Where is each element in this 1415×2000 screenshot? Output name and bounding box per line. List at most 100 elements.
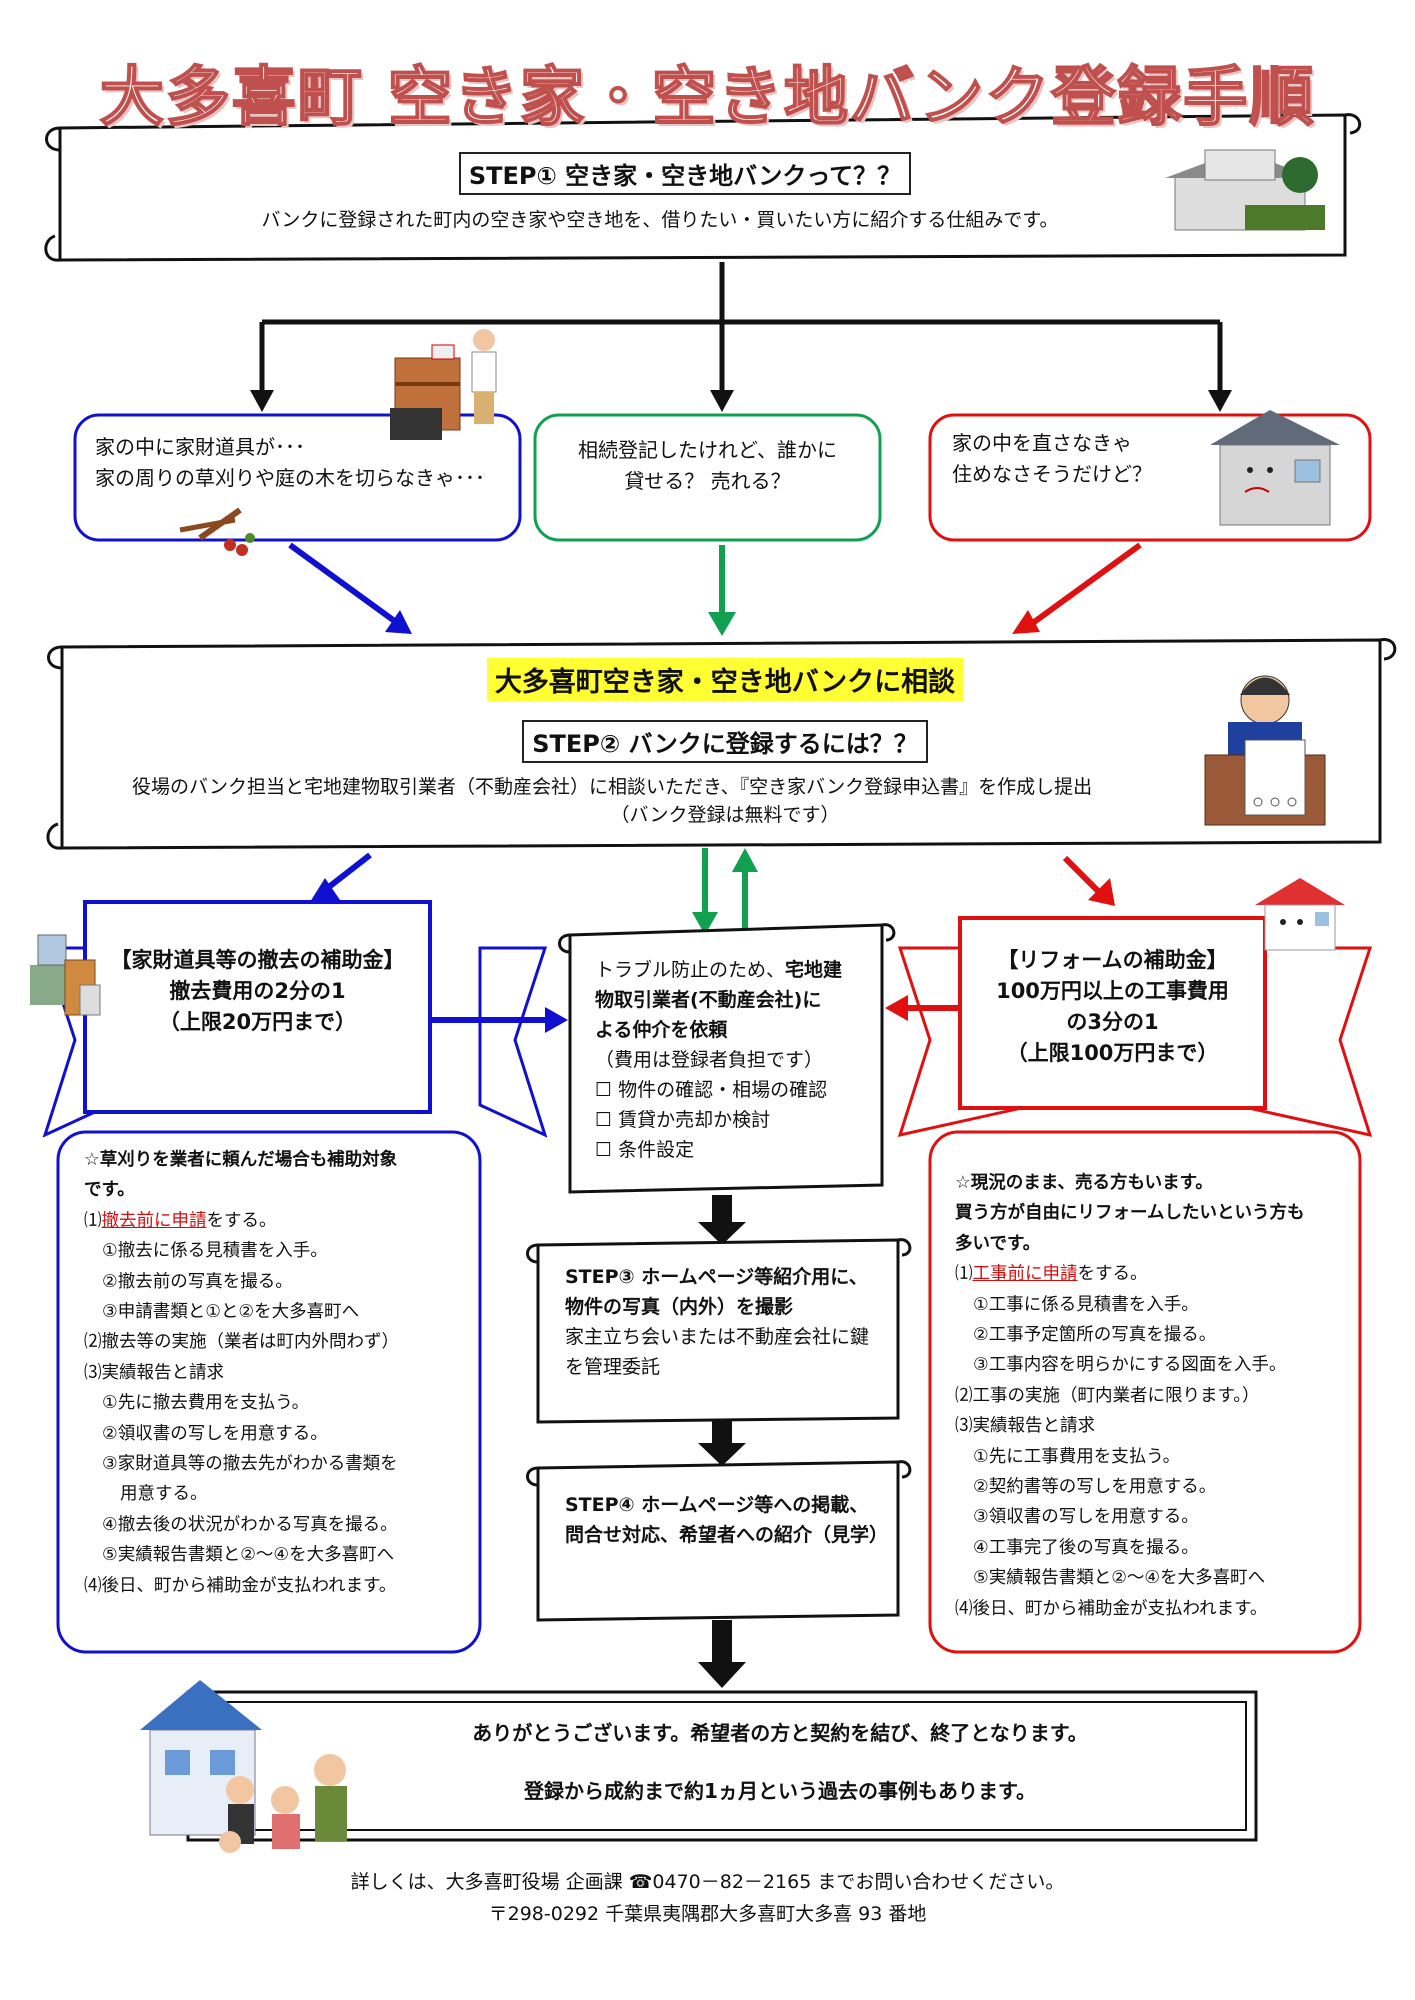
concern-left-text: 家の中に家財道具が･･･ 家の周りの草刈りや庭の木を切らなきゃ･･･ [95, 432, 505, 494]
left-item: ⑷後日、町から補助金が支払われます。 [84, 1575, 397, 1596]
right-item: ⑷後日、町から補助金が支払われます。 [955, 1598, 1268, 1619]
left-item: ⑶実績報告と請求 [84, 1362, 224, 1383]
furniture-person-icon [390, 329, 497, 440]
right-lead-3: 多いです。 [955, 1233, 1041, 1254]
left-item: ③家財道具等の撤去先がわかる書類を [102, 1454, 398, 1475]
right-lead-1: ☆現況のまま、売る方もいます。 [955, 1173, 1213, 1193]
step1-description: バンクに登録された町内の空き家や空き地を、借りたい・買いたい方に紹介する仕組みで… [261, 209, 1059, 231]
broker-bold-2: 物取引業者(不動産会社)に [595, 989, 822, 1011]
left-item: ⑵撤去等の実施（業者は町内外問わず） [84, 1332, 399, 1353]
right-item: ②工事予定箇所の写真を撮る。 [973, 1325, 1217, 1346]
concern-right-line-2: 住めなさそうだけど？ [952, 462, 1152, 486]
step2-description: 役場のバンク担当と宅地建物取引業者（不動産会社）に相談いただき、『空き家バンク登… [132, 776, 1093, 798]
step1-scroll [44, 113, 1361, 262]
step2-label: STEP② バンクに登録するには？？ [522, 720, 928, 763]
broker-scroll [558, 923, 896, 1194]
right-item: ①先に工事費用を支払う。 [973, 1446, 1181, 1467]
left-item: ⑤実績報告書類と②～④を大多喜町へ [102, 1545, 395, 1566]
left-item: ①先に撤去費用を支払う。 [102, 1393, 310, 1414]
right-step-1-red: 工事前に申請 [972, 1264, 1078, 1285]
right-step-1-post: をする。 [1077, 1264, 1148, 1285]
left-item: ①撤去に係る見積書を入手。 [102, 1241, 328, 1262]
broken-house-icon [1210, 410, 1340, 526]
subsidy-right-title: 【リフォームの補助金】 [997, 948, 1228, 972]
right-item: ②契約書等の写しを用意する。 [973, 1477, 1217, 1498]
step3-heading: STEP③ ホームページ等紹介用に、物件の写真（内外）を撮影 [565, 1266, 868, 1318]
right-detail-text: ☆現況のまま、売る方もいます。 買う方が自由にリフォームしたいという方も 多いで… [955, 1168, 1355, 1624]
left-step-1-red: 撤去前に申請 [101, 1210, 207, 1231]
left-step-1: ⑴撤去前に申請をする。 [84, 1206, 474, 1236]
concern-box-left [73, 413, 522, 542]
step2-heading-wrap: STEP② バンクに登録するには？？ [250, 720, 1200, 763]
left-step-1-post: をする。 [206, 1210, 277, 1231]
right-item: ③工事内容を明らかにする図面を入手。 [973, 1355, 1287, 1376]
distribution-arrows [259, 262, 1223, 395]
subsidy-right-line1: 100万円以上の工事費用 [996, 979, 1229, 1003]
family-house-icon [140, 1680, 347, 1853]
right-item: ⑵工事の実施（町内業者に限ります。） [955, 1385, 1260, 1406]
concern-right-line-1: 家の中を直さなきゃ [952, 431, 1132, 455]
right-item: ③領収書の写しを用意する。 [973, 1507, 1199, 1528]
step3-description: 家主立ち会いまたは不動産会社に鍵を管理委託 [565, 1326, 870, 1378]
subsidy-ribbon-right [897, 916, 1373, 1138]
left-item: ③申請書類と①と②を大多喜町へ [102, 1302, 360, 1323]
step1-label: STEP① 空き家・空き地バンクって？？ [458, 152, 912, 195]
subsidy-right-line3: （上限100万円まで） [1006, 1041, 1219, 1065]
concern-left-line-2: 家の周りの草刈りや庭の木を切らなきゃ･･･ [95, 466, 485, 490]
step4-heading: STEP④ ホームページ等への掲載、問合せ対応、希望者への紹介（見学） [565, 1494, 889, 1546]
left-detail-text: ☆草刈りを業者に頼んだ場合も補助対象 です。 ⑴撤去前に申請をする。 ①撤去に係… [84, 1145, 474, 1601]
concern-center-text: 相続登記したけれど、誰かに 貸せる？ 売れる？ [540, 435, 875, 497]
subsidy-right-text: 【リフォームの補助金】 100万円以上の工事費用 の3分の1 （上限100万円ま… [965, 945, 1260, 1069]
left-lead-1: ☆草刈りを業者に頼んだ場合も補助対象 [84, 1150, 398, 1170]
consult-scroll [46, 638, 1397, 850]
right-step-1-num: ⑴ [955, 1264, 973, 1285]
right-lead-2: 買う方が自由にリフォームしたいという方も [955, 1203, 1305, 1224]
right-item: ⑤実績報告書類と②～④を大多喜町へ [973, 1568, 1266, 1589]
arrows-below-consult [310, 848, 1115, 935]
branch-icon [179, 507, 255, 556]
person-desk-icon [1204, 675, 1326, 826]
concern-center-line-1: 相続登記したけれど、誰かに [578, 438, 837, 462]
consult-headline: 大多喜町空き家・空き地バンクに相談 [486, 658, 964, 701]
final-box-outer [186, 1690, 1258, 1842]
left-item: ②領収書の写しを用意する。 [102, 1423, 328, 1444]
house-icon [1165, 149, 1325, 231]
broker-check-1: ☐ 物件の確認・相場の確認 [595, 1079, 828, 1101]
right-item: ④工事完了後の写真を撮る。 [973, 1537, 1199, 1558]
step4-text: STEP④ ホームページ等への掲載、問合せ対応、希望者への紹介（見学） [565, 1490, 889, 1550]
left-item: ②撤去前の写真を撮る。 [102, 1271, 293, 1292]
broker-bold-1: 宅地建 [785, 959, 843, 981]
arrows-to-broker [430, 995, 960, 1033]
left-step-1-num: ⑴ [84, 1210, 102, 1231]
subsidy-right-line2: の3分の1 [1066, 1010, 1159, 1034]
subsidy-left-line2: （上限20万円まで） [158, 1010, 357, 1034]
final-line-2: 登録から成約まで約1ヵ月という過去の事例もあります。 [524, 1779, 1036, 1803]
broker-text: トラブル防止のため、宅地建 物取引業者(不動産会社)に よる仲介を依頼 （費用は… [595, 955, 880, 1165]
footer-contact: 詳しくは、大多喜町役場 企画課 ☎0470－82－2165 までお問い合わせくだ… [350, 1871, 1065, 1893]
step3-text: STEP③ ホームページ等紹介用に、物件の写真（内外）を撮影 家主立ち会いまたは… [565, 1262, 885, 1382]
arrows-to-consult [288, 542, 1142, 636]
consult-headline-wrap: 大多喜町空き家・空き地バンクに相談 [250, 658, 1200, 701]
concern-left-line-1: 家の中に家財道具が･･･ [95, 435, 305, 459]
right-item: ⑶実績報告と請求 [955, 1416, 1095, 1437]
step1-heading-wrap: STEP① 空き家・空き地バンクって？？ [250, 152, 1120, 195]
subsidy-left-line1: 撤去費用の2分の1 [169, 979, 346, 1003]
broker-fee: （費用は登録者負担です） [595, 1049, 824, 1071]
arrow-heads-black [250, 390, 1232, 412]
subsidy-left-text: 【家財道具等の撤去の補助金】 撤去費用の2分の1 （上限20万円まで） [90, 945, 425, 1038]
step4-scroll [526, 1460, 912, 1622]
left-detail-box [56, 1130, 482, 1654]
right-item: ①工事に係る見積書を入手。 [973, 1294, 1199, 1315]
right-detail-box [928, 1130, 1362, 1654]
furniture-icon [30, 934, 101, 1016]
page-title: 大多喜町 空き家・空き地バンク登録手順 [99, 60, 1316, 136]
cute-house-icon [1255, 878, 1345, 951]
left-item: 用意する。 [120, 1484, 208, 1505]
broker-bold-3: よる仲介を依頼 [595, 1019, 728, 1041]
step3-scroll [526, 1238, 912, 1424]
subsidy-left-title: 【家財道具等の撤去の補助金】 [110, 948, 405, 972]
concern-center-line-2: 貸せる？ 売れる？ [624, 469, 791, 493]
concern-right-text: 家の中を直さなきゃ 住めなさそうだけど？ [952, 428, 1212, 490]
final-line-1: ありがとうございます。希望者の方と契約を結び、終了となります。 [472, 1721, 1088, 1745]
